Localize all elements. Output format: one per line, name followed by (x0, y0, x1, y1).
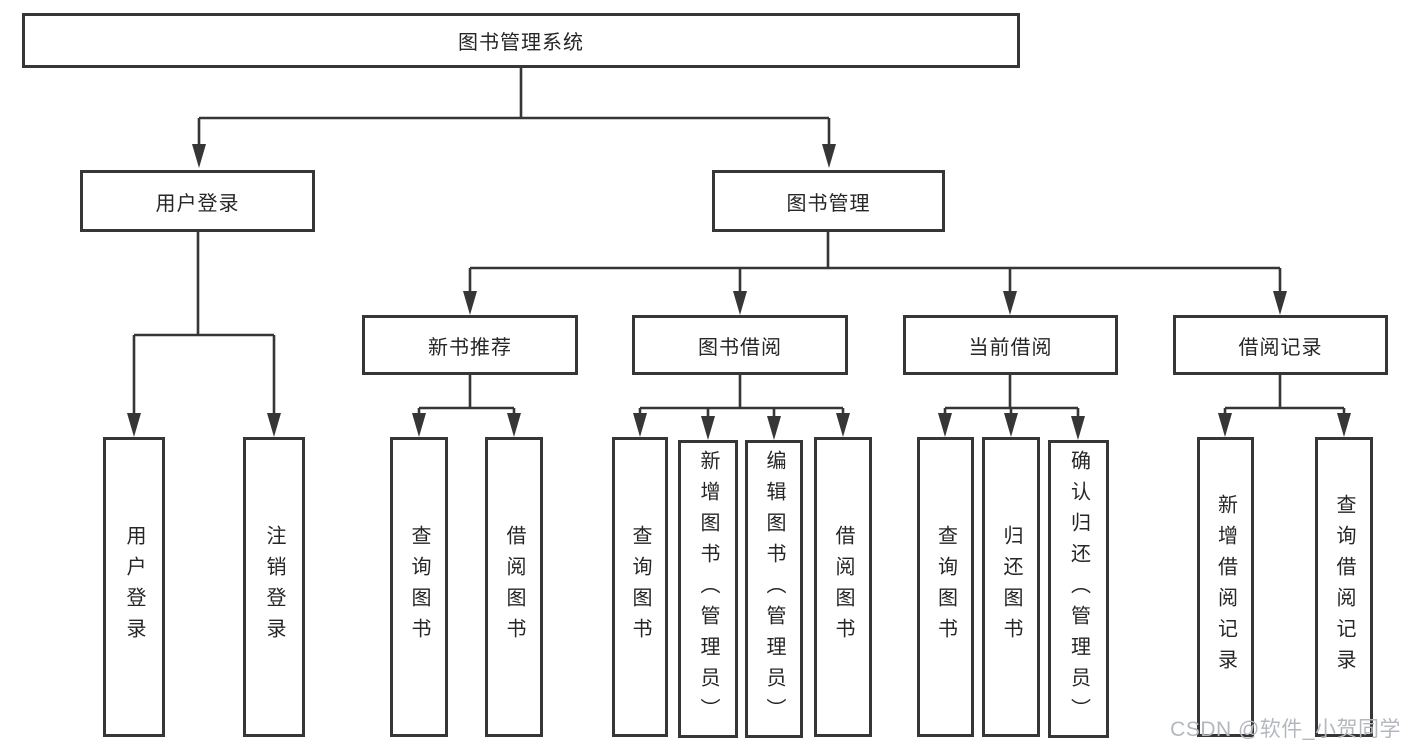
node-label: 用户登录 (155, 192, 240, 215)
node-user-login: 用户登录 (80, 170, 315, 232)
node-label: 新增图书（管理员） (697, 449, 719, 729)
node-label: 查询图书 (629, 525, 651, 649)
node-label: 确认归还（管理员） (1067, 449, 1090, 729)
node-label: 新增借阅记录 (1214, 494, 1237, 680)
node-label: 归还图书 (1000, 525, 1022, 649)
leaf-edit-books-admin: 编辑图书（管理员） (745, 440, 803, 738)
leaf-return-books: 归还图书 (982, 437, 1040, 737)
node-label: 注销登录 (263, 525, 285, 649)
node-label: 用户登录 (123, 525, 145, 649)
node-current-borrowing: 当前借阅 (903, 315, 1118, 375)
leaf-add-borrow-record: 新增借阅记录 (1197, 437, 1254, 737)
leaf-query-books: 查询图书 (917, 437, 974, 737)
node-library-management-system: 图书管理系统 (22, 13, 1020, 68)
leaf-confirm-return-admin: 确认归还（管理员） (1048, 440, 1109, 738)
node-label: 新书推荐 (428, 336, 512, 359)
node-new-book-recommend: 新书推荐 (362, 315, 578, 375)
node-borrow-records: 借阅记录 (1173, 315, 1388, 375)
node-label: 查询图书 (934, 525, 957, 649)
leaf-borrow-books: 借阅图书 (814, 437, 872, 737)
leaf-query-borrow-record: 查询借阅记录 (1315, 437, 1373, 737)
node-label: 当前借阅 (968, 336, 1053, 359)
leaf-query-books: 查询图书 (612, 437, 668, 737)
node-label: 查询借阅记录 (1333, 494, 1355, 680)
leaf-add-books-admin: 新增图书（管理员） (678, 440, 738, 738)
leaf-logout: 注销登录 (243, 437, 305, 737)
node-label: 图书管理 (786, 192, 871, 215)
node-label: 图书借阅 (698, 336, 782, 359)
node-label: 借阅图书 (503, 525, 525, 649)
node-label: 图书管理系统 (458, 32, 584, 54)
leaf-borrow-books: 借阅图书 (485, 437, 543, 737)
node-book-management: 图书管理 (712, 170, 945, 232)
leaf-query-books: 查询图书 (390, 437, 448, 737)
node-label: 借阅记录 (1238, 336, 1323, 359)
node-label: 查询图书 (408, 525, 430, 649)
node-label: 借阅图书 (832, 525, 854, 649)
node-book-borrowing: 图书借阅 (632, 315, 848, 375)
leaf-user-login: 用户登录 (103, 437, 165, 737)
node-label: 编辑图书（管理员） (763, 449, 785, 729)
watermark: CSDN @软件_小贺同学 (1170, 718, 1401, 741)
